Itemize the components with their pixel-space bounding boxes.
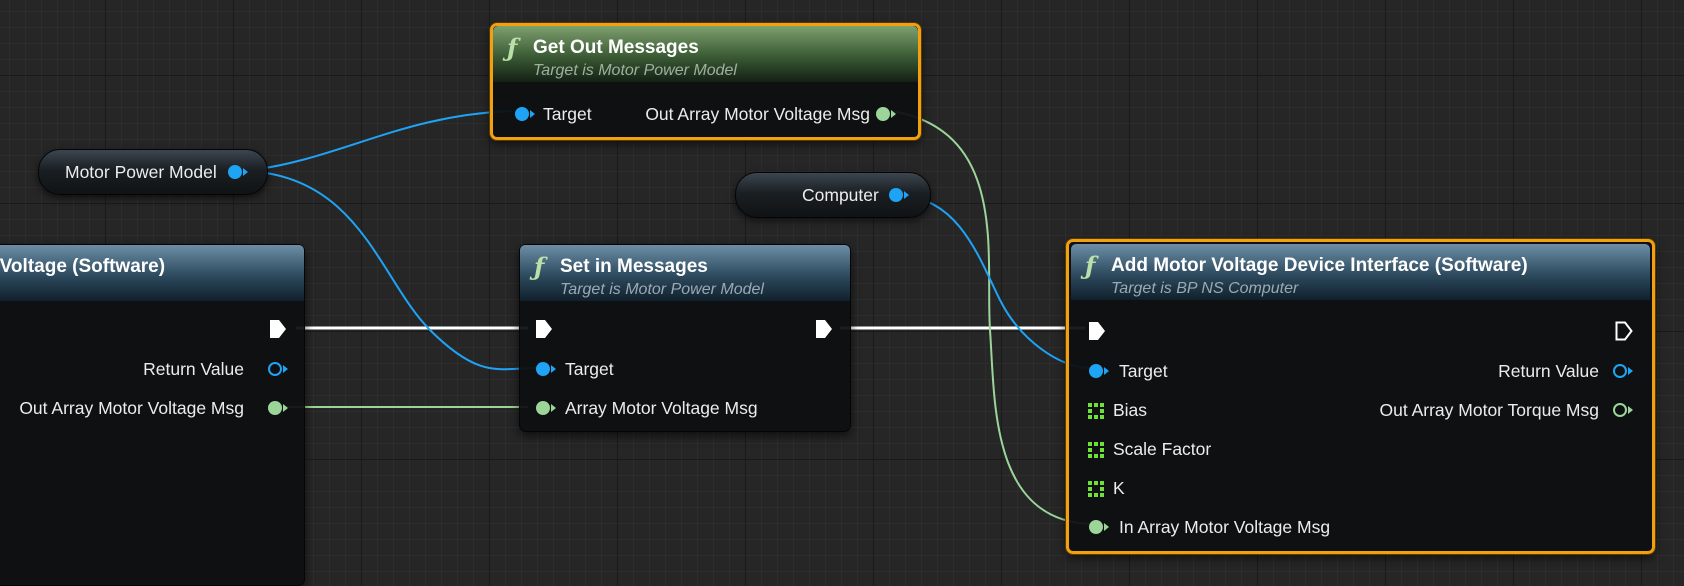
exec-input-pin[interactable] bbox=[535, 319, 553, 339]
return-value-label: Return Value bbox=[1498, 360, 1599, 381]
node-subtitle: Target is Motor Power Model bbox=[560, 281, 764, 298]
float-grid-icon[interactable] bbox=[1088, 403, 1104, 419]
object-wire bbox=[903, 195, 1091, 369]
variable-output-pin[interactable] bbox=[228, 165, 242, 179]
array-label: Array Motor Voltage Msg bbox=[565, 397, 758, 418]
k-label: K bbox=[1113, 477, 1125, 498]
scale-factor-label: Scale Factor bbox=[1113, 438, 1212, 459]
target-pin[interactable] bbox=[1089, 364, 1103, 378]
array-pin[interactable] bbox=[536, 401, 550, 415]
node-header: ƒ Get Out Messages Target is Motor Power… bbox=[493, 26, 918, 82]
node-title: Get Out Messages bbox=[533, 37, 699, 58]
target-pin[interactable] bbox=[536, 362, 550, 376]
pin-arrow-icon bbox=[283, 404, 288, 412]
exec-output-pin[interactable] bbox=[1615, 321, 1633, 341]
computer-variable[interactable]: Computer bbox=[735, 172, 931, 218]
node-subtitle: Target is BP NS Computer bbox=[1111, 280, 1299, 297]
variable-label: Computer bbox=[802, 184, 879, 205]
return-value-pin[interactable] bbox=[268, 362, 282, 376]
set-in-messages-node[interactable]: ƒ Set in Messages Target is Motor Power … bbox=[519, 244, 851, 432]
node-title: r Voltage (Software) bbox=[0, 256, 166, 277]
pin-arrow-icon bbox=[243, 168, 248, 176]
node-subtitle: Target is Motor Power Model bbox=[533, 62, 737, 79]
function-icon: ƒ bbox=[507, 33, 518, 62]
node-title: Add Motor Voltage Device Interface (Soft… bbox=[1111, 255, 1528, 276]
out-array-pin[interactable] bbox=[876, 107, 890, 121]
float-grid-icon[interactable] bbox=[1088, 481, 1104, 497]
pin-arrow-icon bbox=[904, 191, 909, 199]
motor-voltage-software-node[interactable]: r Voltage (Software) Return Value Out Ar… bbox=[0, 244, 305, 586]
exec-input-pin[interactable] bbox=[1088, 321, 1106, 341]
array-wire bbox=[890, 110, 1091, 525]
pin-arrow-icon bbox=[551, 404, 556, 412]
out-array-pin[interactable] bbox=[1613, 403, 1627, 417]
node-header: ƒ Set in Messages Target is Motor Power … bbox=[520, 245, 850, 301]
target-pin[interactable] bbox=[515, 107, 529, 121]
out-array-label: Out Array Motor Voltage Msg bbox=[645, 103, 870, 124]
out-array-label: Out Array Motor Torque Msg bbox=[1379, 399, 1600, 420]
target-label: Target bbox=[1119, 360, 1168, 381]
object-wire bbox=[244, 110, 513, 172]
pin-arrow-icon bbox=[283, 365, 288, 373]
pin-arrow-icon bbox=[1628, 406, 1633, 414]
variable-output-pin[interactable] bbox=[889, 188, 903, 202]
pin-arrow-icon bbox=[891, 110, 896, 118]
motor-power-model-variable[interactable]: Motor Power Model bbox=[38, 149, 268, 195]
exec-output-pin[interactable] bbox=[269, 319, 287, 339]
target-label: Target bbox=[565, 358, 614, 379]
float-grid-icon[interactable] bbox=[1088, 442, 1104, 458]
return-value-pin[interactable] bbox=[1613, 364, 1627, 378]
in-array-pin[interactable] bbox=[1089, 520, 1103, 534]
node-header: r Voltage (Software) bbox=[0, 245, 304, 301]
variable-label: Motor Power Model bbox=[65, 161, 217, 182]
node-title: Set in Messages bbox=[560, 256, 708, 277]
out-array-label: Out Array Motor Voltage Msg bbox=[19, 397, 244, 418]
pin-arrow-icon bbox=[530, 110, 535, 118]
add-motor-voltage-node[interactable]: ƒ Add Motor Voltage Device Interface (So… bbox=[1066, 239, 1655, 554]
pin-arrow-icon bbox=[1104, 367, 1109, 375]
pin-arrow-icon bbox=[1104, 523, 1109, 531]
bias-label: Bias bbox=[1113, 399, 1148, 420]
pin-arrow-icon bbox=[551, 365, 556, 373]
in-array-label: In Array Motor Voltage Msg bbox=[1119, 516, 1331, 537]
target-label: Target bbox=[543, 103, 592, 124]
function-icon: ƒ bbox=[534, 252, 545, 281]
out-array-pin[interactable] bbox=[268, 401, 282, 415]
pin-arrow-icon bbox=[1628, 367, 1633, 375]
get-out-messages-node[interactable]: ƒ Get Out Messages Target is Motor Power… bbox=[490, 23, 921, 140]
exec-output-pin[interactable] bbox=[815, 319, 833, 339]
return-value-label: Return Value bbox=[143, 358, 244, 379]
node-header: ƒ Add Motor Voltage Device Interface (So… bbox=[1071, 244, 1650, 300]
function-icon: ƒ bbox=[1085, 251, 1096, 280]
